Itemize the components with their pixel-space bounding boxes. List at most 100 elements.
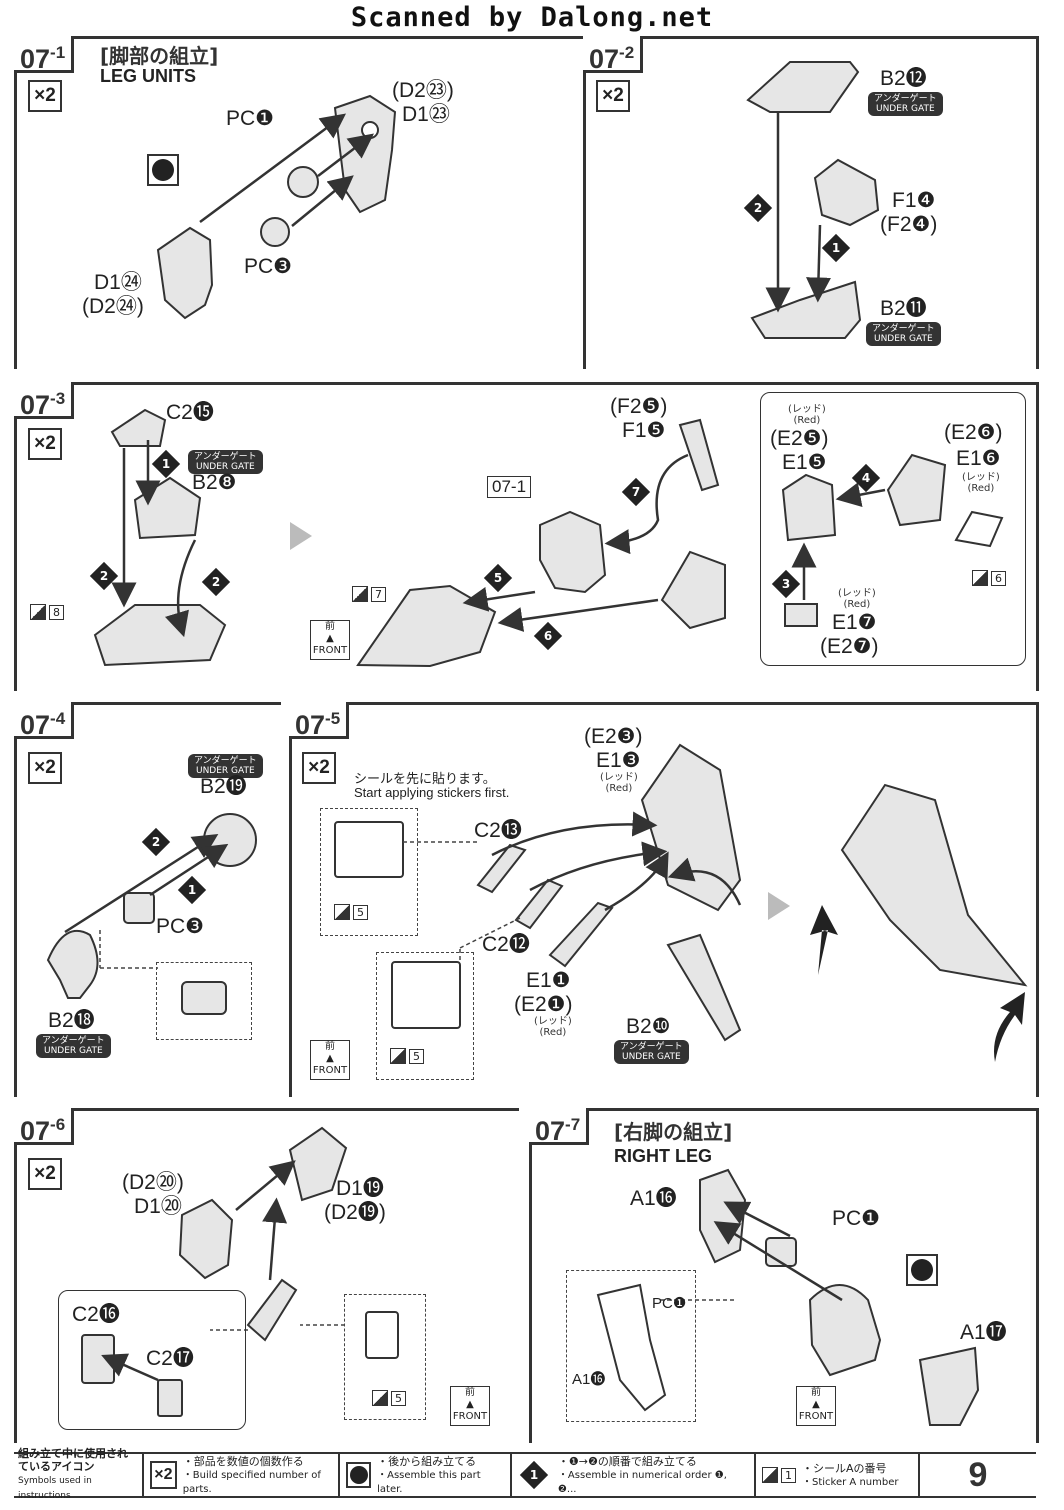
- part-label-b2-18: B2⓲: [48, 1009, 95, 1032]
- qty-x2-07-1: ×2: [28, 80, 62, 112]
- part-label-a1-16-small: A1⓰: [572, 1371, 606, 1388]
- front-direction-icon: 前▲FRONT: [310, 620, 350, 660]
- step-order-2-icon: 2: [743, 193, 773, 223]
- detail-view-box: [566, 1270, 696, 1422]
- step-07-4-number: 07-4: [14, 702, 75, 740]
- part-label-d1-20: D1⑳: [134, 1195, 182, 1218]
- part-label-e1-7: E1❼: [832, 611, 877, 634]
- step-order-icon: 1: [519, 1460, 549, 1490]
- step-order-1-icon: 1: [821, 233, 851, 263]
- legend-quantity: ×2 ・部品を数値の個数作る・Build specified number of…: [142, 1454, 338, 1496]
- part-label-d2-24: (D2㉔): [82, 295, 144, 318]
- part-label-pc1: PC❶: [226, 107, 274, 130]
- part-label-b2-11: B2⓫: [880, 297, 927, 320]
- part-label-a1-17: A1⓱: [960, 1321, 1007, 1344]
- legend-assembly-order: 1 ・❶→❷の順番で組み立てる・Assemble in numerical or…: [510, 1454, 754, 1496]
- part-label-pc1: PC❶: [832, 1207, 880, 1230]
- panel-07-2: [583, 36, 1039, 369]
- part-label-f2-4: (F2❹): [880, 213, 938, 236]
- part-label-d1-19: D1⓳: [336, 1177, 384, 1200]
- scan-watermark: Scanned by Dalong.net: [350, 2, 714, 33]
- detail-view-box: [156, 962, 252, 1040]
- step-order-5-icon: 5: [483, 563, 513, 593]
- qty-x2-07-5: ×2: [302, 752, 336, 784]
- part-label-c2-13: C2⓭: [474, 819, 522, 842]
- step-07-1-title-jp: [脚部の組立]: [100, 44, 219, 68]
- color-note-red: (レッド)(Red): [962, 472, 1000, 494]
- assemble-later-icon: [346, 1462, 372, 1488]
- step-order-6-icon: 6: [533, 621, 563, 651]
- sticker-5-icon: 5: [334, 904, 368, 920]
- color-note-red: (レッド)(Red): [600, 772, 638, 794]
- sticker-detail-box: [320, 808, 418, 936]
- part-label-d1-23: D1㉓: [402, 103, 450, 126]
- step-07-5-number: 07-5: [289, 702, 350, 740]
- front-direction-icon: 前▲FRONT: [796, 1386, 836, 1426]
- part-label-f2-5: (F2❺): [610, 395, 668, 418]
- sticker-6-icon: 6: [972, 570, 1006, 586]
- part-label-e1-5: E1❺: [782, 451, 827, 474]
- part-label-b2-12: B2⓬: [880, 67, 927, 90]
- sticker-detail-box: [376, 952, 474, 1080]
- part-label-pc3: PC❸: [244, 255, 292, 278]
- sticker-5-icon: 5: [372, 1390, 406, 1406]
- part-label-d2-19: (D2⓳): [324, 1201, 386, 1224]
- sticker-7-icon: 7: [352, 586, 386, 602]
- step-order-4-icon: 4: [851, 463, 881, 493]
- sticker-5-icon: 5: [390, 1048, 424, 1064]
- panel-07-5: [289, 702, 1039, 1097]
- panel-07-1: [14, 36, 583, 369]
- step-07-2-number: 07-2: [583, 36, 644, 74]
- part-label-e2-1: (E2❶): [514, 993, 573, 1016]
- part-label-e1-3: E1❸: [596, 749, 641, 772]
- part-label-pc1-small: PC❶: [652, 1295, 687, 1312]
- part-label-e2-5: (E2❺): [770, 427, 829, 450]
- page-number: 9: [968, 1455, 988, 1494]
- sticker-detail-box: [344, 1294, 426, 1420]
- page-number-cell: 9: [918, 1454, 1036, 1496]
- part-label-c2-16: C2⓰: [72, 1303, 120, 1326]
- step-order-1-icon: 1: [177, 875, 207, 905]
- color-note-red: (レッド)(Red): [534, 1016, 572, 1038]
- step-07-7-number: 07-7: [529, 1108, 590, 1146]
- reference-07-1-box: 07-1: [487, 476, 532, 498]
- part-label-e2-3: (E2❸): [584, 725, 643, 748]
- part-label-f1-4: F1❹: [892, 189, 936, 212]
- color-note-red: (レッド)(Red): [788, 404, 826, 426]
- part-label-pc3: PC❸: [156, 915, 204, 938]
- sticker-first-note-jp: シールを先に貼ります。: [354, 772, 496, 787]
- qty-x2-07-3: ×2: [28, 428, 62, 460]
- panel-07-3: [14, 382, 1039, 691]
- step-order-2-icon: 2: [141, 827, 171, 857]
- step-07-3-number: 07-3: [14, 382, 75, 420]
- part-label-d1-24: D1㉔: [94, 271, 142, 294]
- step-07-1-number: 07-1: [14, 36, 75, 74]
- color-note-red: (レッド)(Red): [838, 588, 876, 610]
- front-direction-icon: 前▲FRONT: [310, 1040, 350, 1080]
- sticker-first-note-en: Start applying stickers first.: [354, 785, 510, 800]
- part-label-d2-20: (D2⑳): [122, 1171, 184, 1194]
- panel-07-6: [14, 1108, 519, 1443]
- step-order-2-icon: 2: [89, 561, 119, 591]
- sub-assembly-box: [58, 1290, 246, 1430]
- part-label-e2-7: (E2❼): [820, 635, 879, 658]
- step-07-1-title-en: LEG UNITS: [100, 66, 197, 86]
- part-label-b2-8: B2❽: [192, 471, 237, 494]
- step-07-7-title-jp: [右脚の組立]: [614, 1120, 733, 1144]
- part-label-b2-19: B2⓳: [200, 775, 247, 798]
- qty-x2-07-2: ×2: [596, 80, 630, 112]
- part-label-c2-17: C2⓱: [146, 1347, 194, 1370]
- part-label-d2-23: (D2㉓): [392, 79, 454, 102]
- legend-sticker-number: 1 ・シールAの番号・Sticker A number: [754, 1454, 918, 1496]
- step-order-7-icon: 7: [621, 477, 651, 507]
- part-label-a1-16: A1⓰: [630, 1187, 677, 1210]
- panel-07-4: [14, 702, 281, 1097]
- part-label-c2-12: C2⓬: [482, 933, 530, 956]
